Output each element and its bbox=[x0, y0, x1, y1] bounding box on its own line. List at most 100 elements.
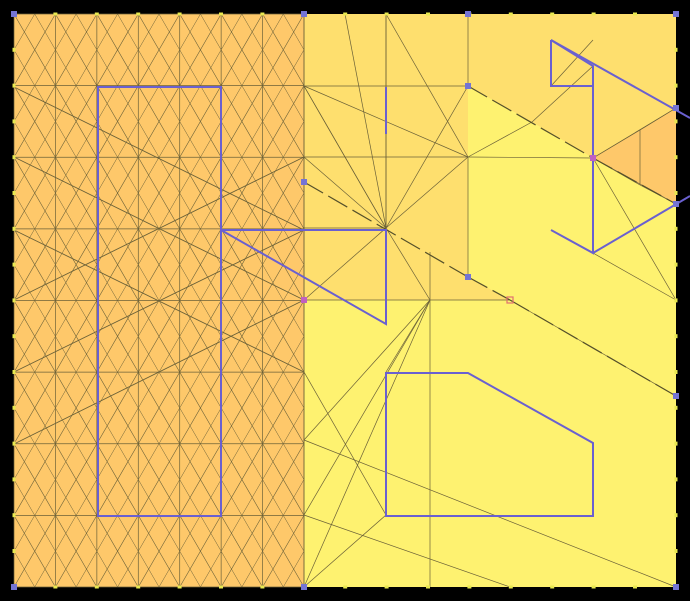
mesh-fan bbox=[283, 551, 305, 588]
mesh-edge bbox=[303, 371, 387, 516]
mesh-fan bbox=[220, 228, 243, 265]
mesh-fan bbox=[75, 407, 98, 444]
mesh-edge bbox=[550, 39, 594, 87]
mesh-fan bbox=[283, 479, 305, 516]
mesh-diag bbox=[13, 300, 56, 373]
mesh-fan bbox=[138, 13, 160, 50]
tick-left bbox=[12, 513, 16, 518]
vertex-marker bbox=[465, 11, 471, 17]
mesh-edge bbox=[303, 439, 677, 588]
mesh-fan bbox=[117, 228, 139, 265]
mesh-fan bbox=[34, 371, 56, 409]
mesh-diag bbox=[55, 13, 98, 86]
mesh-edge bbox=[592, 252, 677, 301]
mesh-fan bbox=[200, 121, 222, 158]
tick-top bbox=[591, 12, 596, 16]
tick-left bbox=[12, 119, 16, 124]
mesh-fan bbox=[138, 479, 160, 516]
mesh-diag bbox=[96, 443, 139, 516]
mesh-diag bbox=[55, 443, 98, 516]
vertex-marker bbox=[673, 201, 679, 207]
mesh-fan bbox=[200, 407, 222, 444]
mesh-fan bbox=[138, 121, 160, 158]
mesh-fan bbox=[117, 407, 139, 444]
mesh-fan bbox=[34, 157, 56, 194]
tick-top bbox=[550, 12, 555, 16]
mesh-fan bbox=[158, 515, 180, 552]
vertex-marker bbox=[301, 584, 307, 590]
mesh-fan bbox=[55, 49, 77, 86]
mesh-edge bbox=[531, 65, 594, 123]
mesh-fan bbox=[241, 479, 263, 516]
mesh-fan bbox=[13, 300, 35, 337]
vertex-marker bbox=[465, 274, 471, 280]
mesh-diag bbox=[13, 228, 56, 301]
outline-rectangle bbox=[97, 86, 222, 517]
mesh-fan bbox=[220, 157, 243, 194]
tick-bottom bbox=[426, 585, 430, 589]
mesh-edge bbox=[344, 13, 387, 229]
mesh-diag bbox=[179, 13, 222, 86]
mesh-fan bbox=[55, 228, 77, 265]
mesh-fan bbox=[241, 336, 263, 373]
mesh-diag bbox=[55, 85, 98, 158]
mesh-fan bbox=[34, 13, 56, 50]
mesh-fan bbox=[13, 49, 35, 86]
mesh-fan bbox=[55, 336, 77, 373]
mesh-edge bbox=[385, 156, 469, 229]
mesh-fan bbox=[179, 443, 201, 480]
mesh-fan bbox=[96, 515, 118, 552]
dashed-boundary-edges bbox=[303, 85, 677, 397]
mesh-fan bbox=[241, 407, 263, 444]
tick-right bbox=[674, 370, 678, 374]
mesh-fan bbox=[179, 336, 201, 373]
mesh-fan bbox=[13, 407, 35, 444]
mesh-edge bbox=[303, 514, 511, 588]
mesh-fan bbox=[200, 192, 222, 230]
mesh-fan bbox=[158, 300, 180, 337]
mesh-fan bbox=[138, 228, 160, 265]
mesh-fan bbox=[283, 300, 305, 337]
tick-left bbox=[12, 370, 16, 374]
mesh-diag bbox=[13, 443, 56, 516]
tick-right bbox=[674, 298, 678, 303]
mesh-fan bbox=[96, 300, 118, 337]
dashed-edge bbox=[467, 85, 594, 159]
mesh-fan bbox=[13, 264, 35, 301]
mesh-fan bbox=[55, 551, 77, 588]
mesh-fan bbox=[200, 443, 222, 480]
mesh-fan bbox=[179, 121, 201, 158]
vertex-marker bbox=[465, 83, 471, 89]
mesh-fan bbox=[75, 192, 98, 230]
mesh-fan bbox=[262, 264, 284, 301]
mesh-fan bbox=[158, 371, 180, 409]
tick-top bbox=[53, 12, 58, 16]
mesh-fan bbox=[283, 13, 305, 50]
mesh-fan bbox=[96, 85, 118, 122]
tick-top bbox=[177, 12, 182, 16]
mesh-fan bbox=[117, 551, 139, 588]
mesh-diag bbox=[138, 300, 180, 373]
dashed-edge bbox=[592, 157, 677, 205]
mesh-diag bbox=[13, 515, 56, 588]
mesh-fan bbox=[34, 85, 56, 122]
tick-left bbox=[12, 47, 16, 52]
tick-bottom bbox=[550, 585, 555, 589]
hollow-square-marker-icon bbox=[506, 296, 514, 304]
tick-bottom bbox=[94, 585, 99, 589]
mesh-fan bbox=[96, 264, 118, 301]
mesh-fan bbox=[241, 551, 263, 588]
tick-bottom bbox=[384, 585, 389, 589]
mesh-diag bbox=[220, 515, 263, 588]
mesh-diag bbox=[96, 371, 139, 444]
mesh-fan bbox=[179, 49, 201, 86]
tick-top bbox=[219, 12, 223, 16]
mesh-diag bbox=[13, 371, 56, 444]
mesh-fan bbox=[55, 371, 77, 409]
mesh-fan bbox=[13, 515, 35, 552]
mesh-fan bbox=[262, 13, 284, 50]
mesh-fan bbox=[55, 479, 77, 516]
mesh-diag bbox=[262, 443, 305, 516]
vertex-marker bbox=[673, 393, 679, 399]
mesh-fan bbox=[13, 336, 35, 373]
